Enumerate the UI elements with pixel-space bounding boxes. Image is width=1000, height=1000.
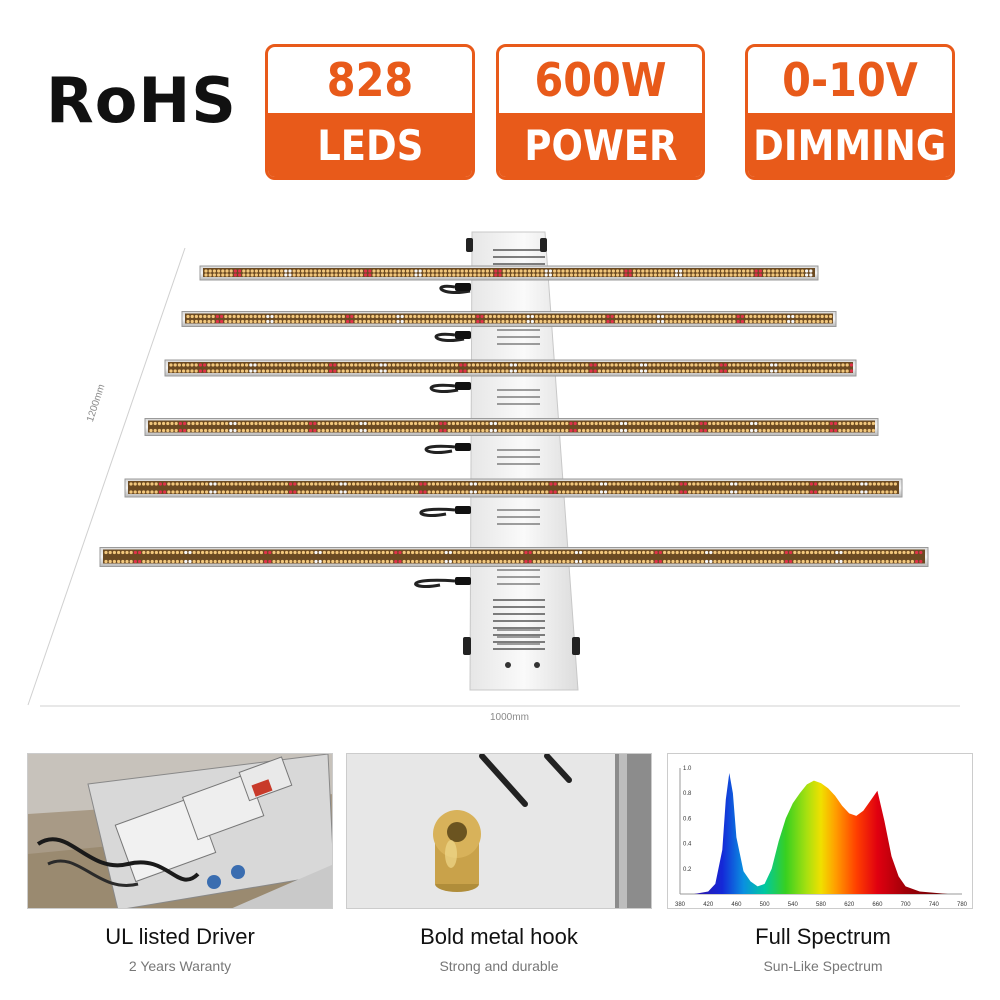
spectrum-area <box>680 773 962 894</box>
badge-dimming: 0-10V DIMMING <box>745 44 955 180</box>
feature-title: Full Spectrum <box>755 924 891 949</box>
mount-hole <box>534 662 540 668</box>
cable-connector <box>455 577 471 585</box>
x-tick-label: 540 <box>788 902 799 908</box>
led-bar <box>199 265 819 281</box>
x-tick-label: 380 <box>675 902 686 908</box>
spectrum-chart: 380 420 460 500 540 580 620 660 700 740 780 0.2 0.4… <box>675 766 968 908</box>
led-bar <box>164 359 857 377</box>
cable-connector <box>455 506 471 514</box>
rohs-label: RoHS <box>46 64 237 137</box>
led-bar <box>124 478 903 498</box>
mount-bracket <box>466 238 473 252</box>
vent-slots <box>493 249 545 650</box>
feature-spectrum: Full Spectrum Sun-Like Spectrum <box>668 924 978 974</box>
mount-bracket <box>572 637 580 655</box>
power-cable <box>434 332 465 342</box>
power-cable <box>429 383 459 394</box>
driver-photo <box>27 753 333 909</box>
x-tick-label: 420 <box>703 902 714 908</box>
badge-dimming-label: DIMMING <box>753 120 947 170</box>
badge-power-label: POWER <box>523 120 677 170</box>
hook-photo <box>346 753 652 909</box>
led-bar <box>144 418 879 436</box>
x-tick-label: 620 <box>844 902 855 908</box>
power-cables <box>414 283 471 589</box>
width-dimension-label: 1000mm <box>490 712 529 723</box>
badge-dimming-value: 0-10V <box>782 53 918 107</box>
mount-bracket <box>463 637 471 655</box>
badge-leds: 828 LEDS <box>265 44 475 180</box>
x-tick-label: 500 <box>760 902 771 908</box>
feature-subtitle: Sun-Like Spectrum <box>763 958 883 974</box>
power-cable <box>439 284 471 294</box>
y-tick-label: 0.2 <box>683 867 692 873</box>
feature-title: UL listed Driver <box>105 924 255 949</box>
y-tick-label: 0.4 <box>683 842 692 848</box>
y-tick-label: 0.8 <box>683 791 692 797</box>
x-tick-label: 460 <box>731 902 742 908</box>
spectrum-chart-panel: 380 420 460 500 540 580 620 660 700 740 780 0.2 0.4… <box>667 753 973 909</box>
depth-dimension-line <box>27 247 186 706</box>
badge-power-value: 600W <box>534 53 667 107</box>
cable-connector <box>455 283 471 291</box>
feature-driver: UL listed Driver 2 Years Waranty <box>25 924 335 974</box>
x-tick-label: 780 <box>957 902 968 908</box>
led-bar <box>181 311 837 327</box>
feature-subtitle: Strong and durable <box>439 958 559 974</box>
x-tick-label: 660 <box>872 902 883 908</box>
led-bar <box>99 547 929 567</box>
power-cable <box>419 507 456 518</box>
led-bars <box>99 265 929 567</box>
feature-subtitle: 2 Years Waranty <box>128 958 232 974</box>
cable-connector <box>455 382 471 390</box>
y-tick-label: 1.0 <box>683 766 692 772</box>
x-tick-label: 700 <box>901 902 912 908</box>
cable-connector <box>455 331 471 339</box>
x-tick-label: 580 <box>816 902 827 908</box>
y-tick-label: 0.6 <box>683 816 692 822</box>
x-tick-label: 740 <box>929 902 940 908</box>
cable-connector <box>455 443 471 451</box>
badge-leds-value: 828 <box>326 53 414 107</box>
power-cable <box>424 444 456 455</box>
mount-hole <box>505 662 511 668</box>
badge-power: 600W POWER <box>496 44 705 180</box>
driver-housing <box>469 231 579 691</box>
feature-hook: Bold metal hook Strong and durable <box>344 924 654 974</box>
grow-light-illustration <box>27 231 960 707</box>
mount-bracket <box>540 238 547 252</box>
badge-leds-label: LEDS <box>316 120 424 170</box>
power-cable <box>414 578 456 589</box>
feature-title: Bold metal hook <box>420 924 578 949</box>
